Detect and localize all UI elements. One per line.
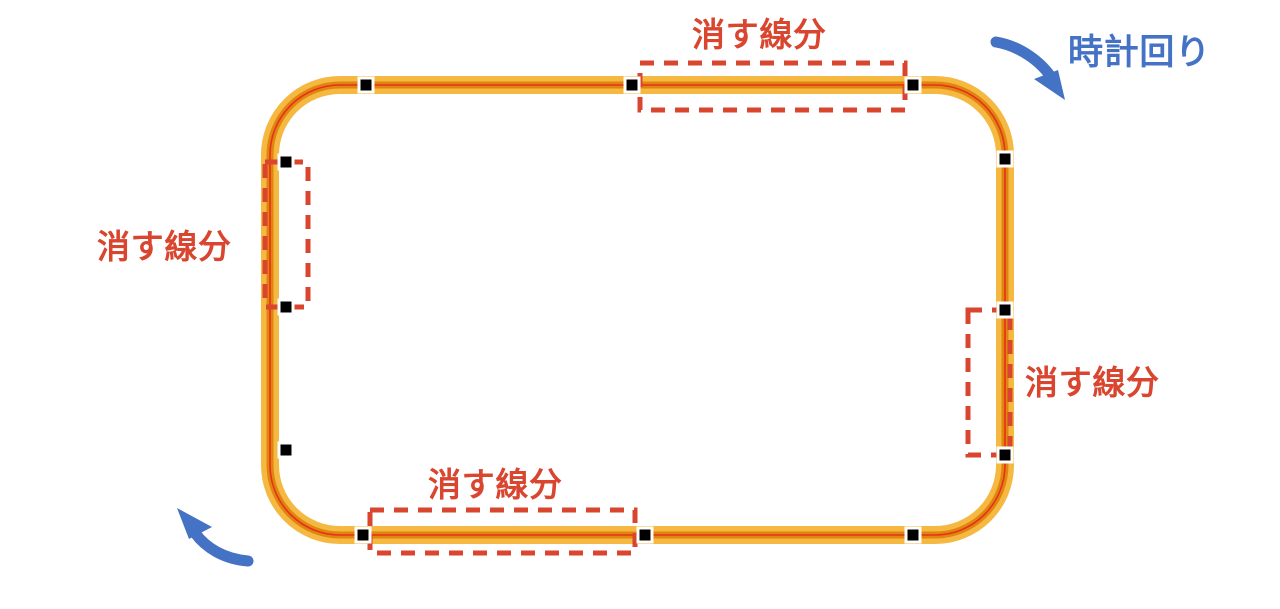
anchor-bottom-midpoint[interactable] [639, 529, 651, 541]
delete-region-right [965, 307, 1013, 458]
anchor-top-right-corner-start[interactable] [907, 79, 919, 91]
anchor-bottom-left-corner-start[interactable] [357, 529, 369, 541]
direction-arrow-top-right [990, 36, 1065, 100]
anchor-top-midpoint[interactable] [626, 79, 638, 91]
delete-region-label-bottom: 消す線分 [428, 465, 563, 504]
arrowhead-icon [177, 508, 212, 539]
curved-arrow-icon [990, 36, 1059, 86]
anchor-right-midpoint[interactable] [999, 304, 1011, 316]
anchor-right-upper[interactable] [999, 153, 1011, 165]
delete-region-label-left: 消す線分 [97, 227, 232, 266]
direction-label-clockwise: 時計回り [1068, 33, 1211, 73]
anchor-left-lower[interactable] [280, 444, 292, 456]
orange-path-group[interactable] [261, 76, 1014, 544]
anchor-right-lower[interactable] [999, 449, 1011, 461]
delete-region-boxes [262, 60, 1013, 556]
anchor-top-left-corner-end[interactable] [360, 79, 372, 91]
anchor-bottom-right-corner-end[interactable] [907, 529, 919, 541]
curved-arrow-icon [189, 527, 254, 567]
arrowhead-icon [1034, 70, 1065, 100]
path-core-stroke [266, 81, 1009, 539]
delete-region-label-right: 消す線分 [1025, 363, 1160, 402]
anchor-left-upper[interactable] [280, 156, 292, 168]
anchor-point-group [277, 76, 1014, 544]
direction-arrow-bottom-left [177, 508, 254, 567]
delete-region-label-top: 消す線分 [692, 15, 827, 54]
path-outer-band [261, 76, 1014, 544]
path-centerline [269, 84, 1006, 536]
anchor-left-midpoint[interactable] [280, 301, 292, 313]
delete-region-bottom [367, 507, 638, 556]
